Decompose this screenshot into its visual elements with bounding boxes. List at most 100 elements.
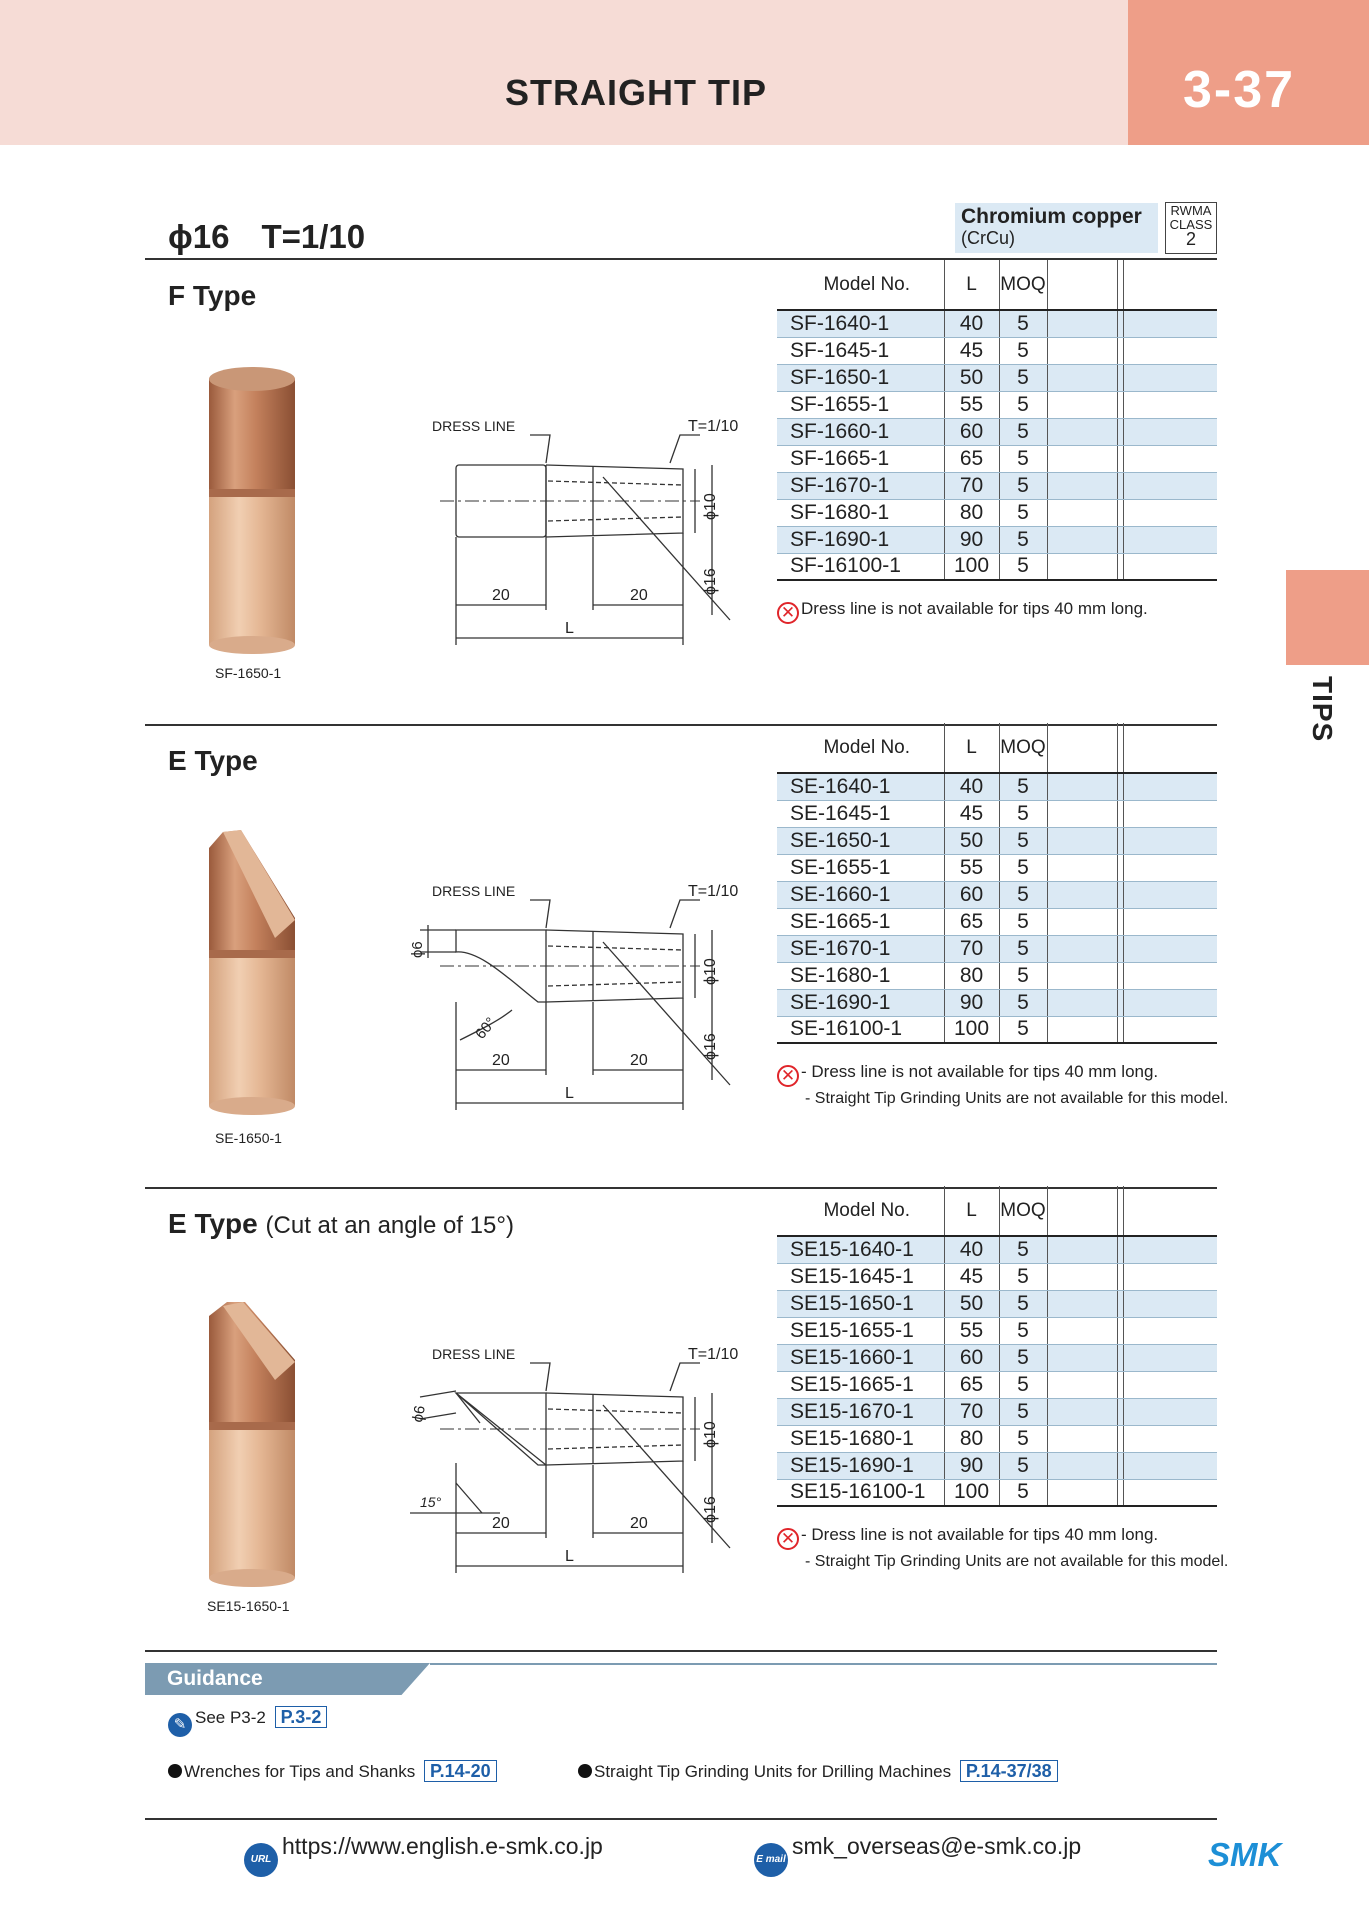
cell-l: 55 <box>943 854 999 882</box>
dim-angle-60: 60° <box>472 1014 500 1042</box>
guidance-bar: Guidance <box>145 1663 1217 1695</box>
footer-email[interactable]: E mailsmk_overseas@e-smk.co.jp <box>754 1833 1081 1877</box>
cell-moq: 5 <box>998 962 1047 990</box>
cell-model: SE-1670-1 <box>777 935 944 963</box>
cell-model: SF-1670-1 <box>777 472 944 500</box>
cell-l: 80 <box>943 962 999 990</box>
cell-moq: 5 <box>998 472 1047 500</box>
wrench-icon: ✎ <box>168 1713 192 1737</box>
dim-l: L <box>565 1548 574 1565</box>
cell-moq: 5 <box>998 854 1047 882</box>
section-divider <box>145 724 1217 726</box>
col-header-model: Model No. <box>777 260 944 311</box>
footer-url[interactable]: URLhttps://www.english.e-smk.co.jp <box>244 1833 603 1877</box>
tip-photo-f-type <box>209 367 295 654</box>
cell-l: 45 <box>943 337 999 365</box>
section-title-text: E Type <box>168 745 258 776</box>
side-tab-label: TIPS <box>1307 676 1338 743</box>
cell-model: SE15-1660-1 <box>777 1344 944 1372</box>
dim-20-a: 20 <box>492 1515 510 1532</box>
section-title-text: E Type <box>168 1208 258 1239</box>
company-logo: SMK <box>1208 1836 1282 1873</box>
guidance-line <box>430 1663 1217 1665</box>
cell-l: 90 <box>943 989 999 1017</box>
footer-divider <box>145 1818 1217 1820</box>
guidance-link-wrenches: Wrenches for Tips and Shanks P.14-20 <box>168 1760 497 1782</box>
dim-phi10: ϕ10 <box>702 493 719 520</box>
col-header-l: L <box>943 260 999 311</box>
cell-model: SE-1640-1 <box>777 773 944 801</box>
cell-model: SF-1645-1 <box>777 337 944 365</box>
cell-l: 60 <box>943 881 999 909</box>
cell-l: 65 <box>943 1371 999 1399</box>
email-link[interactable]: smk_overseas@e-smk.co.jp <box>792 1833 1082 1859</box>
page-number-box <box>1128 0 1369 145</box>
cell-l: 90 <box>943 526 999 554</box>
cell-model: SE15-1665-1 <box>777 1371 944 1399</box>
cell-model: SE15-1680-1 <box>777 1425 944 1453</box>
dim-phi10: ϕ10 <box>702 1421 719 1448</box>
section-subtitle: (Cut at an angle of 15°) <box>265 1212 514 1239</box>
col-header-model: Model No. <box>777 1186 944 1237</box>
note-line: - Dress line is not available for tips 4… <box>801 1062 1159 1081</box>
tip-photo-e15-type <box>209 1302 295 1587</box>
cell-l: 60 <box>943 418 999 446</box>
cell-model: SE15-1650-1 <box>777 1290 944 1318</box>
cell-moq: 5 <box>998 800 1047 828</box>
section-title-e15-type: E Type (Cut at an angle of 15°) <box>168 1208 514 1240</box>
note-line: - Straight Tip Grinding Units are not av… <box>805 1090 1229 1107</box>
section-title-e-type: E Type <box>168 745 258 777</box>
cell-moq: 5 <box>998 1371 1047 1399</box>
page-ref-link[interactable]: P.3-2 <box>274 1706 328 1728</box>
cell-model: SF-1660-1 <box>777 418 944 446</box>
cell-l: 55 <box>943 391 999 419</box>
cell-l: 50 <box>943 1290 999 1318</box>
prohibited-icon: ✕ <box>777 1065 799 1087</box>
page-ref-link[interactable]: P.14-20 <box>423 1760 497 1782</box>
link-text: Wrenches for Tips and Shanks <box>184 1762 416 1781</box>
dim-20-b: 20 <box>630 1515 648 1532</box>
cell-model: SE15-1655-1 <box>777 1317 944 1345</box>
dim-phi10: ϕ10 <box>702 958 719 985</box>
dim-l: L <box>565 620 574 637</box>
cell-moq: 5 <box>998 773 1047 801</box>
cell-l: 70 <box>943 1398 999 1426</box>
cell-model: SF-1680-1 <box>777 499 944 527</box>
dim-20-a: 20 <box>492 1052 510 1069</box>
prohibited-icon: ✕ <box>777 602 799 624</box>
material-name: Chromium copper <box>961 205 1142 228</box>
note-e-type: ✕- Dress line is not available for tips … <box>777 1061 1228 1110</box>
col-header-blank <box>1046 260 1117 311</box>
page-title: STRAIGHT TIP <box>505 72 767 113</box>
col-header-model: Model No. <box>777 723 944 774</box>
cell-moq: 5 <box>998 989 1047 1017</box>
dim-phi16: ϕ16 <box>702 568 719 595</box>
cell-moq: 5 <box>998 881 1047 909</box>
dimension-drawing-e-type: DRESS LINE T=1/10 ϕ6 60° 20 20 L ϕ10 ϕ16 <box>409 883 738 1110</box>
cell-moq: 5 <box>998 391 1047 419</box>
cell-l: 65 <box>943 908 999 936</box>
dim-20-b: 20 <box>630 587 648 604</box>
cell-l: 100 <box>943 1016 999 1044</box>
page-number: 3-37 <box>1183 61 1296 119</box>
side-tab[interactable] <box>1286 570 1369 665</box>
cell-model: SE-16100-1 <box>777 1016 944 1044</box>
cell-model: SE-1690-1 <box>777 989 944 1017</box>
taper-label: T=1/10 <box>688 1346 738 1363</box>
cell-moq: 5 <box>998 1236 1047 1264</box>
page-ref-link[interactable]: P.14-37/38 <box>959 1760 1058 1782</box>
cell-model: SF-1655-1 <box>777 391 944 419</box>
dim-phi16: ϕ16 <box>702 1496 719 1523</box>
cell-l: 60 <box>943 1344 999 1372</box>
website-link[interactable]: https://www.english.e-smk.co.jp <box>282 1833 603 1859</box>
cell-moq: 5 <box>998 1016 1047 1044</box>
cell-l: 90 <box>943 1452 999 1480</box>
